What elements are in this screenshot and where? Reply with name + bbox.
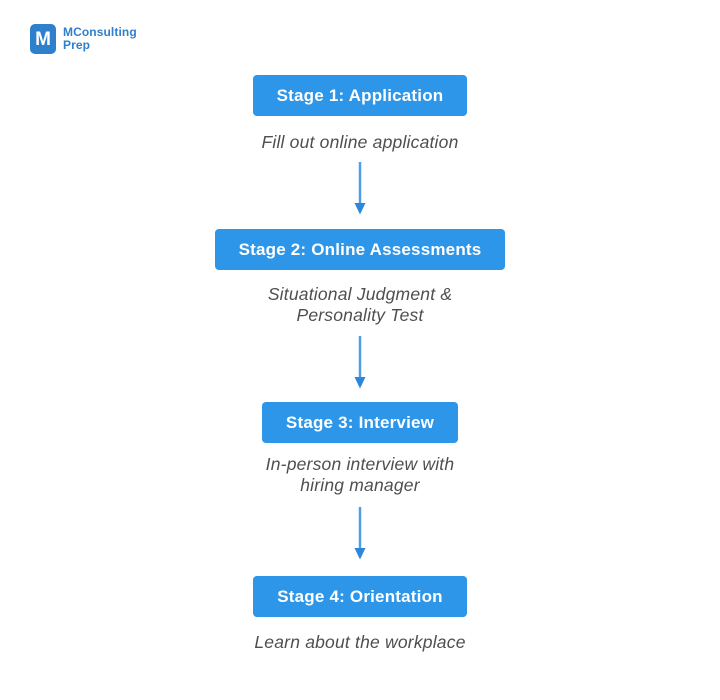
stage-2-description: Situational Judgment & Personality Test (267, 284, 453, 325)
stage-1-description: Fill out online application (261, 132, 459, 152)
process-flowchart: Stage 1: Application Fill out online app… (214, 75, 506, 653)
stage-4-description: Learn about the workplace (254, 632, 466, 652)
stage-2-title-banner: Stage 2: Online Assessments (214, 229, 506, 270)
down-arrow-icon (354, 507, 366, 560)
stage-4-title-banner: Stage 4: Orientation (253, 576, 467, 617)
logo-letter: M (35, 28, 51, 50)
stage-1: Stage 1: Application Fill out online app… (252, 75, 468, 153)
brand-logo: M MConsulting Prep (30, 24, 137, 54)
logo-text-line1: MConsulting (63, 25, 137, 39)
stage-3-description: In-person interview with hiring manager (265, 454, 455, 495)
logo-text-line2: Prep (63, 38, 91, 52)
stage-4: Stage 4: Orientation Learn about the wor… (253, 576, 467, 653)
down-arrow-icon (354, 336, 366, 389)
stage-2: Stage 2: Online Assessments Situational … (214, 229, 506, 326)
mconsultingprep-logo-icon: M (30, 24, 56, 54)
logo-wordmark: MConsulting Prep (63, 26, 137, 52)
down-arrow-icon (354, 162, 366, 215)
stage-1-title-banner: Stage 1: Application (252, 75, 468, 116)
stage-3: Stage 3: Interview In-person interview w… (261, 402, 459, 496)
stage-3-title-banner: Stage 3: Interview (261, 402, 459, 443)
